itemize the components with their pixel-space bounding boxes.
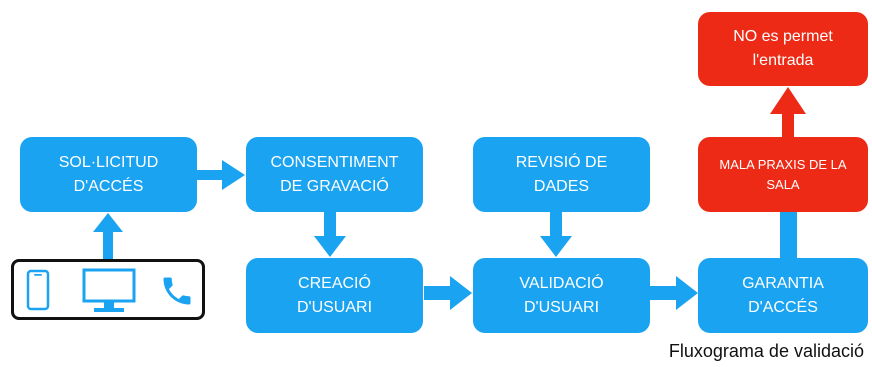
phone-icon: [26, 269, 50, 311]
node-entry-denied-label: NO es permet l'entrada: [733, 28, 833, 69]
node-data-review-label: REVISIÓ DE DADES: [515, 153, 608, 195]
node-user-validation: VALIDACIÓ D'USUARI: [473, 258, 650, 333]
node-access-request-label: SOL·LICITUD D'ACCÉS: [58, 153, 159, 195]
node-access-guarantee-label: GARANTIA D'ACCÉS: [742, 274, 824, 316]
node-data-review: REVISIÓ DE DADES: [473, 137, 650, 212]
diagram-caption: Fluxograma de validació: [668, 341, 864, 361]
arrow-validate-to-guarantee: [650, 276, 698, 310]
node-room-malpractice: MALA PRAXIS DE LA SALA: [698, 137, 868, 212]
node-room-malpractice-label: MALA PRAXIS DE LA SALA: [719, 156, 847, 192]
devices-panel: [11, 259, 205, 320]
arrow-malpractice-to-denied: [770, 87, 806, 138]
arrow-create-to-validate: [424, 276, 472, 310]
arrow-consent-to-create: [314, 212, 346, 257]
node-user-creation-label: CREACIÓ D'USUARI: [296, 274, 373, 316]
node-user-validation-label: VALIDACIÓ D'USUARI: [519, 274, 604, 316]
node-recording-consent: CONSENTIMENT DE GRAVACIÓ: [246, 137, 423, 212]
node-user-creation: CREACIÓ D'USUARI: [246, 258, 423, 333]
arrow-request-to-consent: [197, 160, 245, 190]
arrow-review-to-validate: [540, 212, 572, 257]
node-access-request: SOL·LICITUD D'ACCÉS: [20, 137, 197, 212]
node-recording-consent-label: CONSENTIMENT DE GRAVACIÓ: [270, 153, 399, 195]
node-access-guarantee: GARANTIA D'ACCÉS: [698, 258, 868, 333]
node-entry-denied: NO es permet l'entrada: [698, 12, 868, 86]
arrow-devices-to-request: [93, 213, 123, 262]
telephone-icon: [163, 277, 191, 305]
arrow-guarantee-to-malpractice: [780, 211, 797, 259]
monitor-icon: [82, 268, 136, 312]
